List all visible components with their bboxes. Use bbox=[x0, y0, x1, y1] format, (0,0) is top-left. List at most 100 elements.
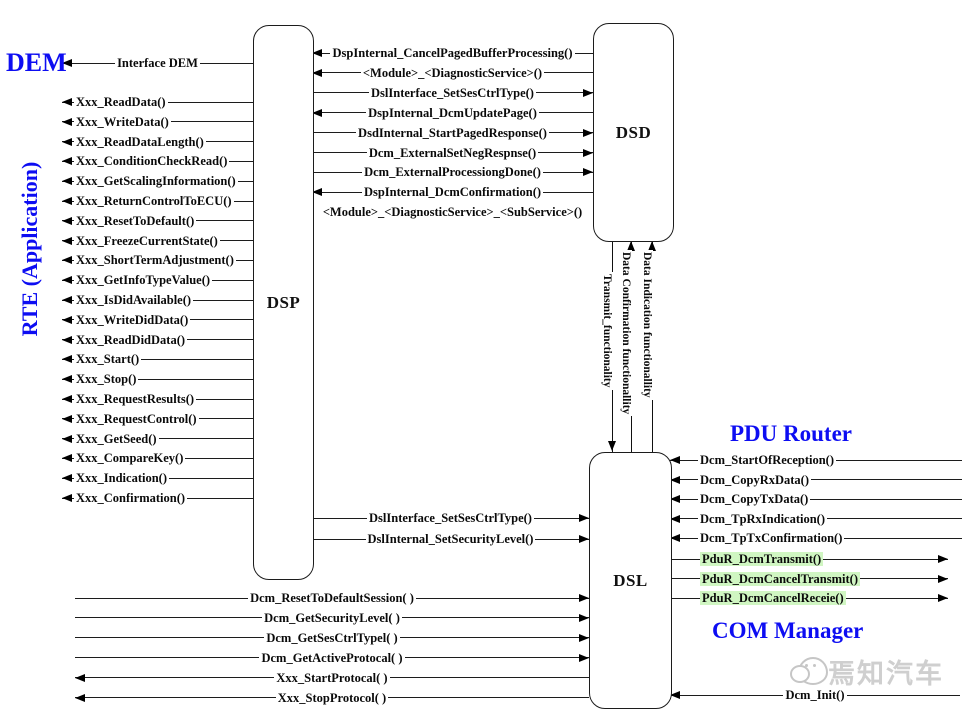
arrow-xxx-resettodefault: Xxx_ResetToDefault() bbox=[62, 213, 253, 228]
arrow-dcm-getsesctrltypel: Dcm_GetSesCtrlTypel( ) bbox=[75, 630, 589, 645]
arrow-label: Xxx_GetInfoTypeValue() bbox=[74, 273, 213, 288]
arrow-label: Xxx_ReadDidData() bbox=[74, 332, 188, 347]
arrow-label: Xxx_ShortTermAdjustment() bbox=[74, 253, 236, 268]
arrowhead-left-icon bbox=[670, 495, 680, 504]
arrow-label: Xxx_ResetToDefault() bbox=[74, 213, 197, 228]
arrow-interface-dem: Interface DEM bbox=[62, 56, 253, 70]
arrow-label: Xxx_Start() bbox=[74, 352, 142, 367]
arrowhead-left-icon bbox=[62, 335, 72, 344]
arrowhead-left-icon bbox=[62, 157, 72, 166]
arrowhead-left-icon bbox=[75, 673, 85, 682]
arrow-label: Xxx_ReadData() bbox=[74, 95, 168, 109]
arrowhead-left-icon bbox=[75, 693, 85, 702]
arrow-xxx-freezecurrentstate: Xxx_FreezeCurrentState() bbox=[62, 233, 253, 248]
arrowhead-left-icon bbox=[62, 197, 72, 205]
arrowhead-left-icon bbox=[62, 296, 72, 304]
arrow-xxx-getinfotypevalue: Xxx_GetInfoTypeValue() bbox=[62, 273, 253, 288]
dsl-box-label: DSL bbox=[613, 570, 648, 590]
arrowhead-left-icon bbox=[62, 236, 72, 245]
arrow-dspinternal-dcmconfirmation: DspInternal_DcmConfirmation() bbox=[312, 185, 593, 200]
arrow-dslinterface-setsesctrltype: DslInterface_SetSesCtrlType() bbox=[312, 511, 589, 525]
arrow-xxx-stopprotocol: Xxx_StopProtocol( ) bbox=[75, 690, 589, 705]
arrow-xxx-shorttermadjustment: Xxx_ShortTermAdjustment() bbox=[62, 253, 253, 268]
arrow-dsdinternal-startpagedresponse: DsdInternal_StartPagedResponse() bbox=[312, 125, 593, 140]
arrow-xxx-getseed: Xxx_GetSeed() bbox=[62, 431, 253, 446]
arrow-dspinternal-dcmupdatepage: DspInternal_DcmUpdatePage() bbox=[312, 105, 593, 120]
arrowhead-right-icon bbox=[583, 88, 593, 97]
arrow-label: Xxx_GetSeed() bbox=[74, 431, 159, 446]
arrow-pdur-dcmtransmit: PduR_DcmTransmit() bbox=[670, 552, 948, 566]
arrow-label: Xxx_RequestResults() bbox=[74, 392, 197, 406]
arrow-xxx-requestcontrol: Xxx_RequestControl() bbox=[62, 411, 253, 426]
arrow-dcm-startofreception: Dcm_StartOfReception() bbox=[670, 453, 962, 467]
arrow-label: <Module>_<DiagnosticService>() bbox=[360, 65, 545, 80]
arrow-xxx-readdatalength: Xxx_ReadDataLength() bbox=[62, 134, 253, 149]
arrow-label: DspInternal_CancelPagedBufferProcessing(… bbox=[330, 46, 575, 60]
arrow-label: Dcm_StartOfReception() bbox=[698, 453, 836, 467]
arrow-dcm-copyrxdata: Dcm_CopyRxData() bbox=[670, 472, 962, 487]
arrow-label: DslInternal_SetSecurityLevel() bbox=[365, 532, 536, 546]
arrow-label: Dcm_ExternalProcessiongDone() bbox=[362, 165, 543, 180]
arrow-label: Dcm_TpRxIndication() bbox=[698, 511, 828, 526]
arrow-dcm-tprxindication: Dcm_TpRxIndication() bbox=[670, 511, 962, 526]
arrowhead-left-icon bbox=[62, 98, 72, 106]
arrow-label: DsdInternal_StartPagedResponse() bbox=[356, 125, 549, 140]
watermark-text: 焉知汽车 bbox=[828, 659, 944, 689]
arrowhead-right-icon bbox=[579, 514, 589, 522]
arrow-xxx-start: Xxx_Start() bbox=[62, 352, 253, 367]
arrowhead-right-icon bbox=[579, 633, 589, 642]
arrow-label: Xxx_WriteDidData() bbox=[74, 312, 191, 327]
arrowhead-left-icon bbox=[62, 59, 72, 67]
arrow-xxx-readdata: Xxx_ReadData() bbox=[62, 95, 253, 109]
arrow-dcm-getsecuritylevel: Dcm_GetSecurityLevel( ) bbox=[75, 610, 589, 625]
arrow-label: Xxx_ConditionCheckRead() bbox=[74, 154, 230, 169]
arrowhead-left-icon bbox=[62, 177, 72, 186]
arrow-label: DspInternal_DcmConfirmation() bbox=[361, 185, 544, 200]
arrowhead-right-icon bbox=[938, 555, 948, 563]
arrow-xxx-startprotocal: Xxx_StartProtocal( ) bbox=[75, 670, 589, 685]
arrow-label: DspInternal_DcmUpdatePage() bbox=[366, 105, 539, 120]
arrow-xxx-comparekey: Xxx_CompareKey() bbox=[62, 451, 253, 466]
arrow-module-diagnosticservice: <Module>_<DiagnosticService>() bbox=[312, 65, 593, 80]
arrowhead-left-icon bbox=[62, 395, 72, 403]
rte-application-title: RTE (Application) bbox=[17, 161, 42, 337]
arrow-label: Xxx_IsDidAvailable() bbox=[74, 293, 194, 307]
arrow-dcm-init: Dcm_Init() bbox=[670, 688, 960, 702]
arrow-label: Xxx_FreezeCurrentState() bbox=[74, 233, 220, 248]
arrow-label: Dcm_GetSesCtrlTypel( ) bbox=[264, 630, 400, 645]
arrowhead-left-icon bbox=[62, 117, 72, 126]
arrowhead-right-icon bbox=[579, 613, 589, 622]
arrowhead-right-icon bbox=[583, 128, 593, 137]
arrow-dslinterface-setsesctrltype: DslInterface_SetSesCtrlType() bbox=[312, 85, 593, 100]
arrowhead-left-icon bbox=[670, 691, 680, 699]
arrow-label: PduR_DcmTransmit() bbox=[700, 552, 824, 566]
arrowhead-left-icon bbox=[62, 276, 72, 285]
arrow-label: <Module>_<DiagnosticService>_<SubService… bbox=[320, 205, 585, 220]
arrowhead-right-icon bbox=[583, 168, 593, 177]
arrowhead-right-icon bbox=[579, 653, 589, 662]
arrowhead-up-icon bbox=[627, 241, 636, 251]
dsl-box: DSL bbox=[589, 452, 672, 709]
arrow-dcm-copytxdata: Dcm_CopyTxData() bbox=[670, 492, 962, 507]
arrowhead-left-icon bbox=[62, 137, 72, 146]
arrow-xxx-returncontroltoecu: Xxx_ReturnControlToECU() bbox=[62, 194, 253, 208]
dsp-box-label: DSP bbox=[266, 292, 301, 312]
arrowhead-left-icon bbox=[62, 375, 72, 384]
arrow-module-diagnosticservice-subservice: <Module>_<DiagnosticService>_<SubService… bbox=[312, 205, 593, 220]
pdu-router-title: PDU Router bbox=[730, 421, 852, 446]
arrowhead-up-icon bbox=[648, 241, 657, 251]
arrowhead-right-icon bbox=[938, 594, 948, 602]
arrow-xxx-getscalinginformation: Xxx_GetScalingInformation() bbox=[62, 174, 253, 189]
arrowhead-left-icon bbox=[312, 108, 322, 117]
arrow-label: Xxx_ReturnControlToECU() bbox=[74, 194, 234, 208]
arrowhead-right-icon bbox=[583, 148, 593, 157]
arrow-label: Xxx_RequestControl() bbox=[74, 411, 199, 426]
arrowhead-left-icon bbox=[62, 454, 72, 463]
arrow-xxx-conditioncheckread: Xxx_ConditionCheckRead() bbox=[62, 154, 253, 169]
arrow-label: Dcm_ExternalSetNegRespnse() bbox=[366, 145, 539, 160]
arrow-label: Dcm_GetActiveProtocal( ) bbox=[259, 650, 405, 665]
arrowhead-left-icon bbox=[62, 216, 72, 225]
arrowhead-left-icon bbox=[670, 475, 680, 484]
arrow-label: DslInterface_SetSesCtrlType() bbox=[367, 511, 534, 525]
